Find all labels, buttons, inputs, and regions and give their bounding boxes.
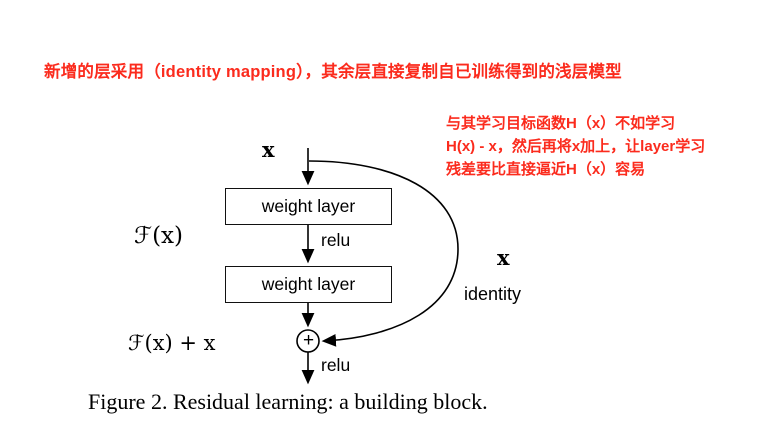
relu-label-1: relu — [321, 230, 351, 250]
output-sum-label: ℱ(x) + x — [128, 331, 216, 355]
annotation-top-note: 新增的层采用（identity mapping），其余层直接复制自已训练得到的浅… — [44, 63, 622, 81]
weight-layer-1-box: weight layer — [225, 188, 392, 225]
annotation-side-note: 与其学习目标函数H（x）不如学习 H(x) - x，然后再将x加上，让layer… — [446, 112, 705, 181]
annotation-side-note-line-1: 与其学习目标函数H（x）不如学习 — [446, 115, 676, 132]
weight-layer-1-label: weight layer — [261, 196, 356, 216]
plus-icon: + — [302, 330, 315, 351]
weight-layer-2-label: weight layer — [261, 274, 356, 294]
weight-layer-2-box: weight layer — [225, 266, 392, 303]
annotation-side-note-line-3: 残差要比直接逼近H（x）容易 — [446, 161, 646, 178]
identity-text-label: identity — [464, 284, 522, 304]
figure-caption: Figure 2. Residual learning: a building … — [88, 389, 488, 414]
relu-label-2: relu — [321, 355, 351, 375]
input-x-label: x — [262, 137, 275, 162]
residual-function-label: ℱ(x) — [134, 223, 183, 249]
identity-x-label: x — [497, 245, 510, 270]
annotation-side-note-line-2: H(x) - x，然后再将x加上，让layer学习 — [446, 138, 706, 155]
